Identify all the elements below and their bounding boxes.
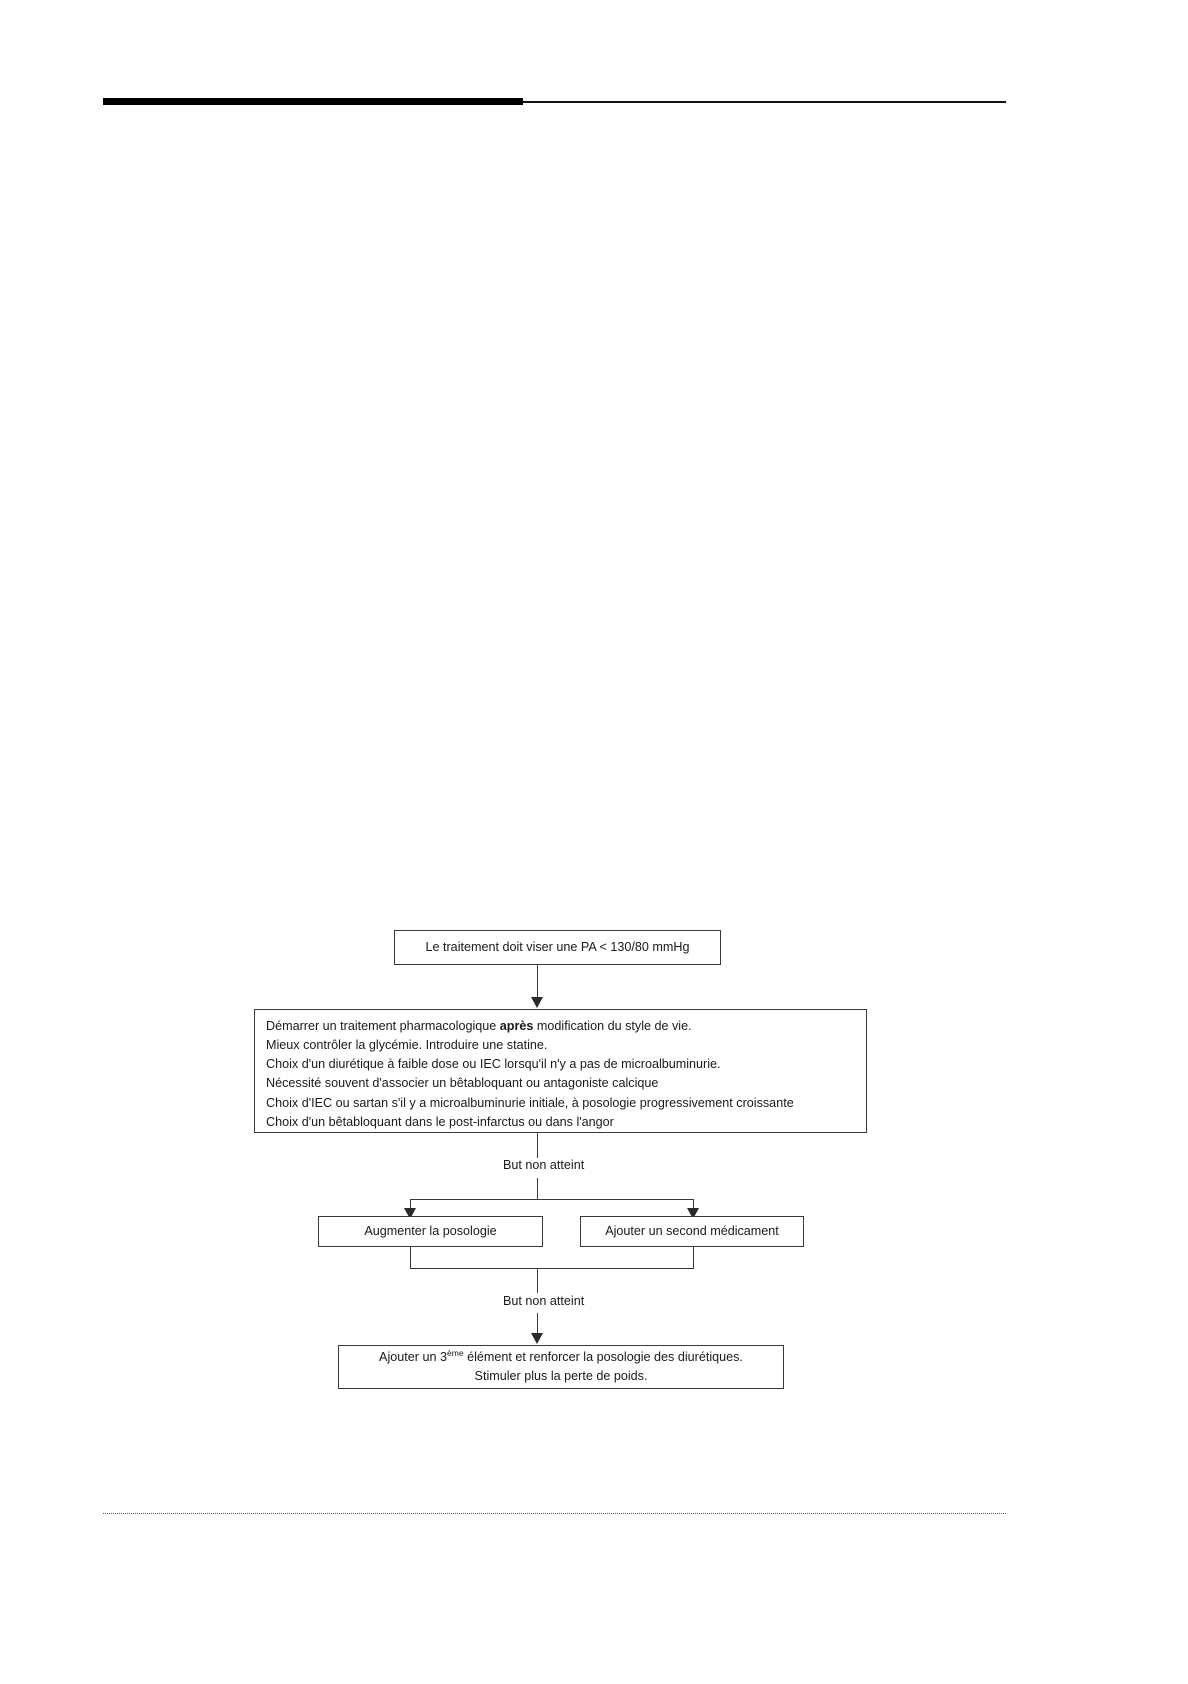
final-line-1: Ajouter un 3ème élément et renforcer la … bbox=[379, 1348, 743, 1367]
connector-goal1-to-split bbox=[537, 1178, 539, 1200]
treatment-line-6: Choix d'un bêtabloquant dans le post-inf… bbox=[266, 1114, 614, 1129]
final-line-1-a: Ajouter un 3 bbox=[379, 1349, 447, 1364]
node-add-third-element: Ajouter un 3ème élément et renforcer la … bbox=[338, 1345, 784, 1389]
node-add-second-drug: Ajouter un second médicament bbox=[580, 1216, 804, 1247]
connector-merge-to-goal2 bbox=[537, 1268, 539, 1293]
treatment-line-1-before: Démarrer un traitement pharmacologique bbox=[266, 1019, 500, 1033]
node-target-bp-label: Le traitement doit viser une PA < 130/80… bbox=[425, 939, 690, 954]
connector-goal2-to-final bbox=[537, 1313, 539, 1335]
treatment-line-1-after: modification du style de vie. bbox=[533, 1019, 692, 1033]
connector-treatment-to-goal1 bbox=[537, 1133, 539, 1158]
header-rule-thin bbox=[523, 101, 1006, 103]
node-initial-treatment: Démarrer un traitement pharmacologique a… bbox=[254, 1009, 867, 1133]
treatment-line-1: Démarrer un traitement pharmacologique a… bbox=[266, 1017, 856, 1036]
connector-right-to-merge bbox=[693, 1247, 695, 1269]
arrowhead-treatment bbox=[531, 997, 543, 1008]
header-rule-thick bbox=[103, 98, 523, 105]
node-increase-dose: Augmenter la posologie bbox=[318, 1216, 543, 1247]
treatment-line-2: Mieux contrôler la glycémie. Introduire … bbox=[266, 1038, 548, 1053]
final-line-2: Stimuler plus la perte de poids. bbox=[474, 1369, 648, 1383]
final-line-1-b: élément et renforcer la posologie des di… bbox=[463, 1349, 743, 1364]
node-increase-dose-label: Augmenter la posologie bbox=[364, 1223, 497, 1238]
label-goal-not-reached-2: But non atteint bbox=[503, 1294, 585, 1308]
merge-bar-branches bbox=[410, 1268, 694, 1270]
node-add-second-drug-label: Ajouter un second médicament bbox=[605, 1223, 779, 1238]
arrowhead-branch-left bbox=[404, 1208, 416, 1219]
arrowhead-branch-right bbox=[687, 1208, 699, 1219]
footer-rule bbox=[103, 1513, 1006, 1514]
treatment-line-1-bold: après bbox=[499, 1019, 534, 1033]
label-goal-not-reached-1: But non atteint bbox=[503, 1158, 585, 1172]
final-line-1-sup: ème bbox=[446, 1347, 464, 1358]
connector-split-left bbox=[410, 1199, 412, 1211]
connector-split-right bbox=[693, 1199, 695, 1211]
connector-left-to-merge bbox=[410, 1247, 412, 1269]
arrowhead-final bbox=[531, 1333, 543, 1344]
split-bar-branches bbox=[410, 1199, 694, 1201]
treatment-line-5: Choix d'IEC ou sartan s'il y a microalbu… bbox=[266, 1095, 794, 1110]
treatment-line-3: Choix d'un diurétique à faible dose ou I… bbox=[266, 1057, 721, 1072]
node-target-bp: Le traitement doit viser une PA < 130/80… bbox=[394, 930, 721, 965]
treatment-line-4: Nécessité souvent d'associer un bêtabloq… bbox=[266, 1076, 659, 1091]
connector-target-to-treatment bbox=[537, 965, 539, 999]
